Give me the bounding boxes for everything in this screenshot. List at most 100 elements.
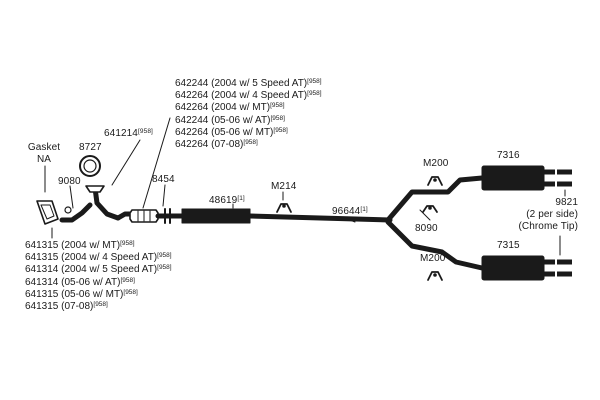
bottom-list-item-note: [958]: [157, 252, 172, 260]
bottom-part-list: 641315 (2004 w/ MT)[958] 641315 (2004 w/…: [25, 240, 172, 313]
top-list-item: 642264 (07-08)[958]: [175, 139, 322, 151]
part-641214-text: 641214: [104, 128, 138, 139]
part-641214-note: [958]: [137, 128, 153, 135]
y-pipe-upper: [385, 175, 485, 223]
top-list-item-note: [958]: [270, 114, 285, 122]
hanger-m200-top: [427, 176, 443, 186]
top-list-item-note: [958]: [307, 90, 322, 98]
muffler-7316: [481, 165, 545, 191]
bottom-list-item-note: [958]: [93, 301, 108, 309]
part-9080-label: 9080: [58, 177, 81, 187]
tip-9821-line3: (Chrome Tip): [518, 221, 578, 232]
part-48619-note: [1]: [237, 195, 245, 202]
pipe-to-y-pipe: [247, 213, 393, 223]
bottom-list-item-text: 641315 (2004 w/ 4 Speed AT): [25, 252, 158, 264]
bottom-list-item: 641315 (07-08)[958]: [25, 301, 172, 313]
top-list-item: 642264 (2004 w/ 4 Speed AT)[958]: [175, 90, 322, 102]
top-part-list: 642244 (2004 w/ 5 Speed AT)[958] 642264 …: [175, 78, 322, 151]
bottom-list-item-note: [958]: [123, 288, 138, 296]
top-list-item-text: 642264 (2004 w/ MT): [175, 102, 271, 114]
bottom-list-item-text: 641315 (07-08): [25, 301, 94, 313]
top-list-item-text: 642244 (2004 w/ 5 Speed AT): [175, 78, 308, 89]
gasket-8727-ring-inner: [83, 159, 97, 173]
flange-joint: [85, 185, 105, 193]
hanger-m214-label: M214: [271, 182, 296, 192]
hanger-m214: [276, 203, 292, 213]
gasket-9080-ring: [64, 206, 72, 214]
muffler-7316-label: 7316: [497, 151, 520, 161]
part-48619-label: 48619[1]: [209, 195, 245, 206]
part-8454-label: 8454: [152, 175, 175, 185]
hanger-m200-top-bolt: [433, 178, 437, 182]
muffler-7315-text: 7315: [497, 240, 520, 251]
gasket-label: Gasket NA: [18, 142, 70, 166]
part-641214-label: 641214[958]: [104, 128, 153, 139]
bottom-list-item: 641315 (2004 w/ MT)[958]: [25, 240, 172, 252]
bottom-list-item-text: 641315 (05-06 w/ MT): [25, 288, 124, 300]
hanger-m200-bottom-bolt: [433, 273, 437, 277]
hanger-8090-bolt: [428, 206, 432, 210]
part-96644-note: [1]: [360, 206, 368, 213]
bottom-list-item: 641315 (05-06 w/ MT)[958]: [25, 289, 172, 301]
y-pipe-lower: [385, 219, 485, 271]
bottom-list-item-note: [958]: [120, 240, 135, 247]
p9080-leader: [69, 185, 74, 209]
top-list-item: 642264 (05-06 w/ MT)[958]: [175, 127, 322, 139]
hanger-8090: [422, 205, 438, 213]
muffler-7315-label: 7315: [497, 241, 520, 251]
muffler-7316-text: 7316: [497, 150, 520, 161]
bottom-list-item-note: [958]: [157, 264, 172, 272]
p8454-leader: [162, 184, 166, 207]
tip-9821-line2: (2 per side): [526, 209, 578, 220]
tip-9821-label: 9821 (2 per side) (Chrome Tip): [518, 197, 578, 233]
catalytic-stripes: [137, 210, 151, 222]
top-list-item: 642244 (05-06 w/ AT)[958]: [175, 115, 322, 127]
tip-9821-line1: 9821: [555, 197, 578, 208]
part-96644-label: 96644[1]: [332, 206, 368, 217]
top-list-item-text: 642264 (07-08): [175, 139, 244, 151]
bottom-list-item: 641314 (2004 w/ 5 Speed AT)[958]: [25, 264, 172, 276]
gasket-label-line2: NA: [36, 154, 52, 165]
muffler-7315: [481, 255, 545, 281]
front-pipe-right: [92, 185, 121, 221]
gasket-label-line1: Gasket: [27, 142, 61, 153]
hanger-8090-text: 8090: [415, 223, 438, 234]
p641214-leader: [111, 139, 141, 186]
hanger-m200-bottom: [427, 271, 443, 281]
bottom-list-item-note: [958]: [120, 276, 135, 284]
hanger-m200-top-label: M200: [423, 159, 448, 169]
front-pipe: [59, 202, 93, 223]
p8090-leader: [419, 209, 431, 221]
hanger-m214-bolt: [282, 204, 286, 208]
part-8727-text: 8727: [79, 142, 102, 153]
hanger-8090-label: 8090: [415, 224, 438, 234]
bottom-list-item: 641315 (2004 w/ 4 Speed AT)[958]: [25, 252, 172, 264]
top-list-item-note: [958]: [273, 126, 288, 134]
part-8454-text: 8454: [152, 174, 175, 185]
catalytic-left-inner: [40, 204, 55, 220]
top-list-item-text: 642264 (05-06 w/ MT): [175, 126, 274, 138]
part-96644-text: 96644: [332, 206, 361, 217]
resonator-48619: [181, 208, 251, 224]
bottom-list-item-text: 641315 (2004 w/ MT): [25, 240, 121, 251]
part-48619-text: 48619: [209, 195, 238, 206]
bottom-list-item-text: 641314 (2004 w/ 5 Speed AT): [25, 264, 158, 276]
top-list-leader: [142, 117, 171, 209]
top-list-item-note: [958]: [307, 78, 322, 85]
hanger-m200-bottom-text: M200: [420, 253, 446, 264]
top-list-item-text: 642244 (05-06 w/ AT): [175, 114, 271, 126]
bottom-list-item: 641314 (05-06 w/ AT)[958]: [25, 277, 172, 289]
hanger-m200-bottom-label: M200: [420, 254, 445, 264]
top-list-item-text: 642264 (2004 w/ 4 Speed AT): [175, 90, 308, 102]
hanger-m214-text: M214: [271, 181, 297, 192]
part-8727-label: 8727: [79, 143, 102, 153]
bottom-list-item-text: 641314 (05-06 w/ AT): [25, 276, 121, 288]
catalytic-left-outer: [36, 200, 59, 225]
hanger-m200-top-text: M200: [423, 158, 449, 169]
top-list-item: 642244 (2004 w/ 5 Speed AT)[958]: [175, 78, 322, 90]
top-list-item-note: [958]: [243, 139, 258, 147]
gasket-8727-ring: [79, 155, 101, 177]
top-list-item: 642264 (2004 w/ MT)[958]: [175, 102, 322, 114]
part-9080-text: 9080: [58, 176, 81, 187]
